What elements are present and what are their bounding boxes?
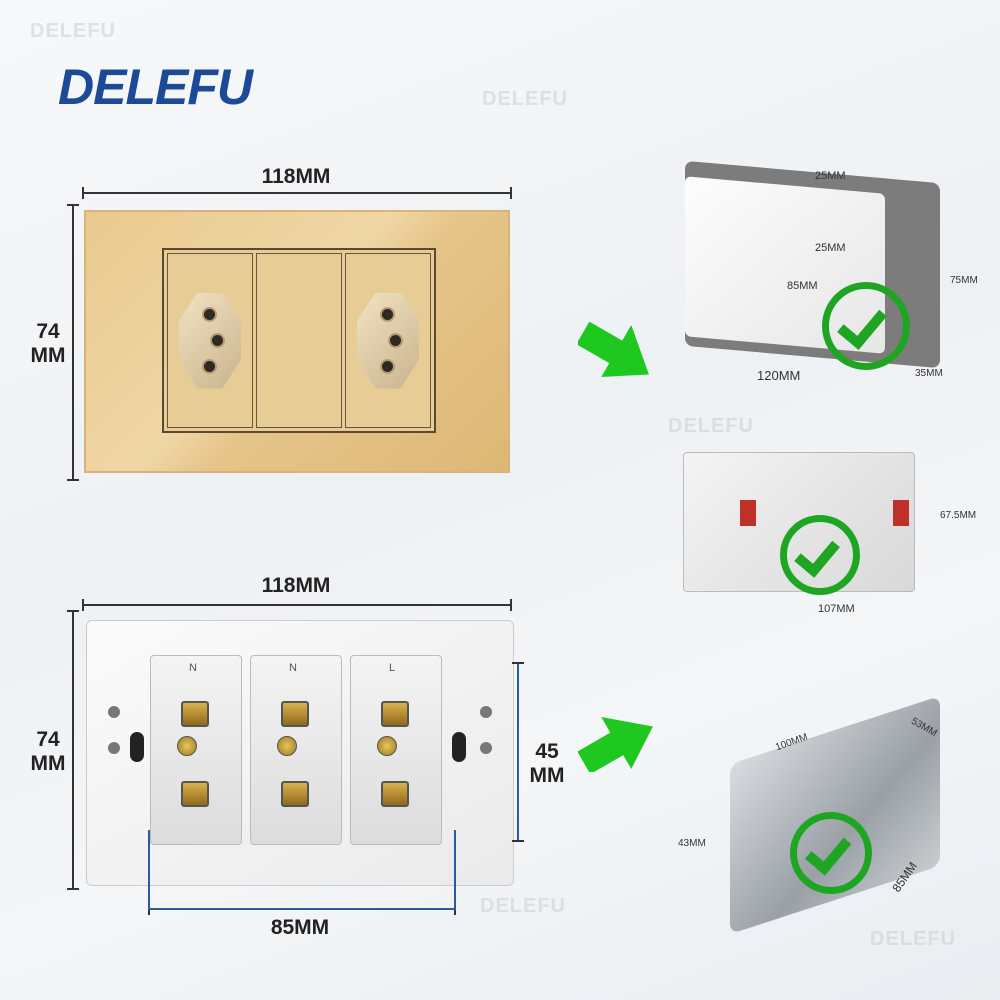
green-arrow-icon [578,717,653,772]
width-dimension-line [82,187,512,199]
check-icon [790,812,872,894]
height-label: 74 MM [30,320,66,367]
hole-label: 25MM [815,242,846,254]
watermark: DELEFU [482,88,568,110]
top-hole-label: 25MM [815,170,846,182]
brand-logo: DELEFU [58,59,253,115]
watermark: DELEFU [30,20,116,42]
check-icon [780,515,860,595]
height-label: 75MM [950,275,978,286]
module-height-line [512,662,524,842]
width-label: 107MM [818,603,855,615]
green-arrow-icon [578,322,649,377]
watermark: DELEFU [480,895,566,917]
depth-label: 35MM [915,368,943,379]
width-label: 118MM [261,165,331,188]
width-label: 118MM [261,574,331,597]
height-label: 74 MM [30,728,66,775]
mount-spacing-line [148,903,456,915]
socket-frame [162,248,436,433]
width-dimension-line [82,599,512,611]
watermark: DELEFU [870,928,956,950]
length-label: 120MM [757,368,801,383]
check-icon [822,282,910,370]
terminal-module: N [150,655,242,845]
socket-outlet [345,253,431,428]
terminal-module: N [250,655,342,845]
watermark: DELEFU [668,415,754,437]
terminal-module: L [350,655,442,845]
socket-outlet [167,253,253,428]
screw-spacing-label: 85MM [787,280,818,292]
height-dimension-line [67,204,79,481]
height-dimension-line [67,610,79,890]
blank-cover [256,253,342,428]
height-label: 43MM [678,838,706,849]
mount-spacing-label: 85MM [270,916,330,939]
module-height-label: 45 MM [529,740,565,787]
height-label: 67.5MM [940,510,977,521]
